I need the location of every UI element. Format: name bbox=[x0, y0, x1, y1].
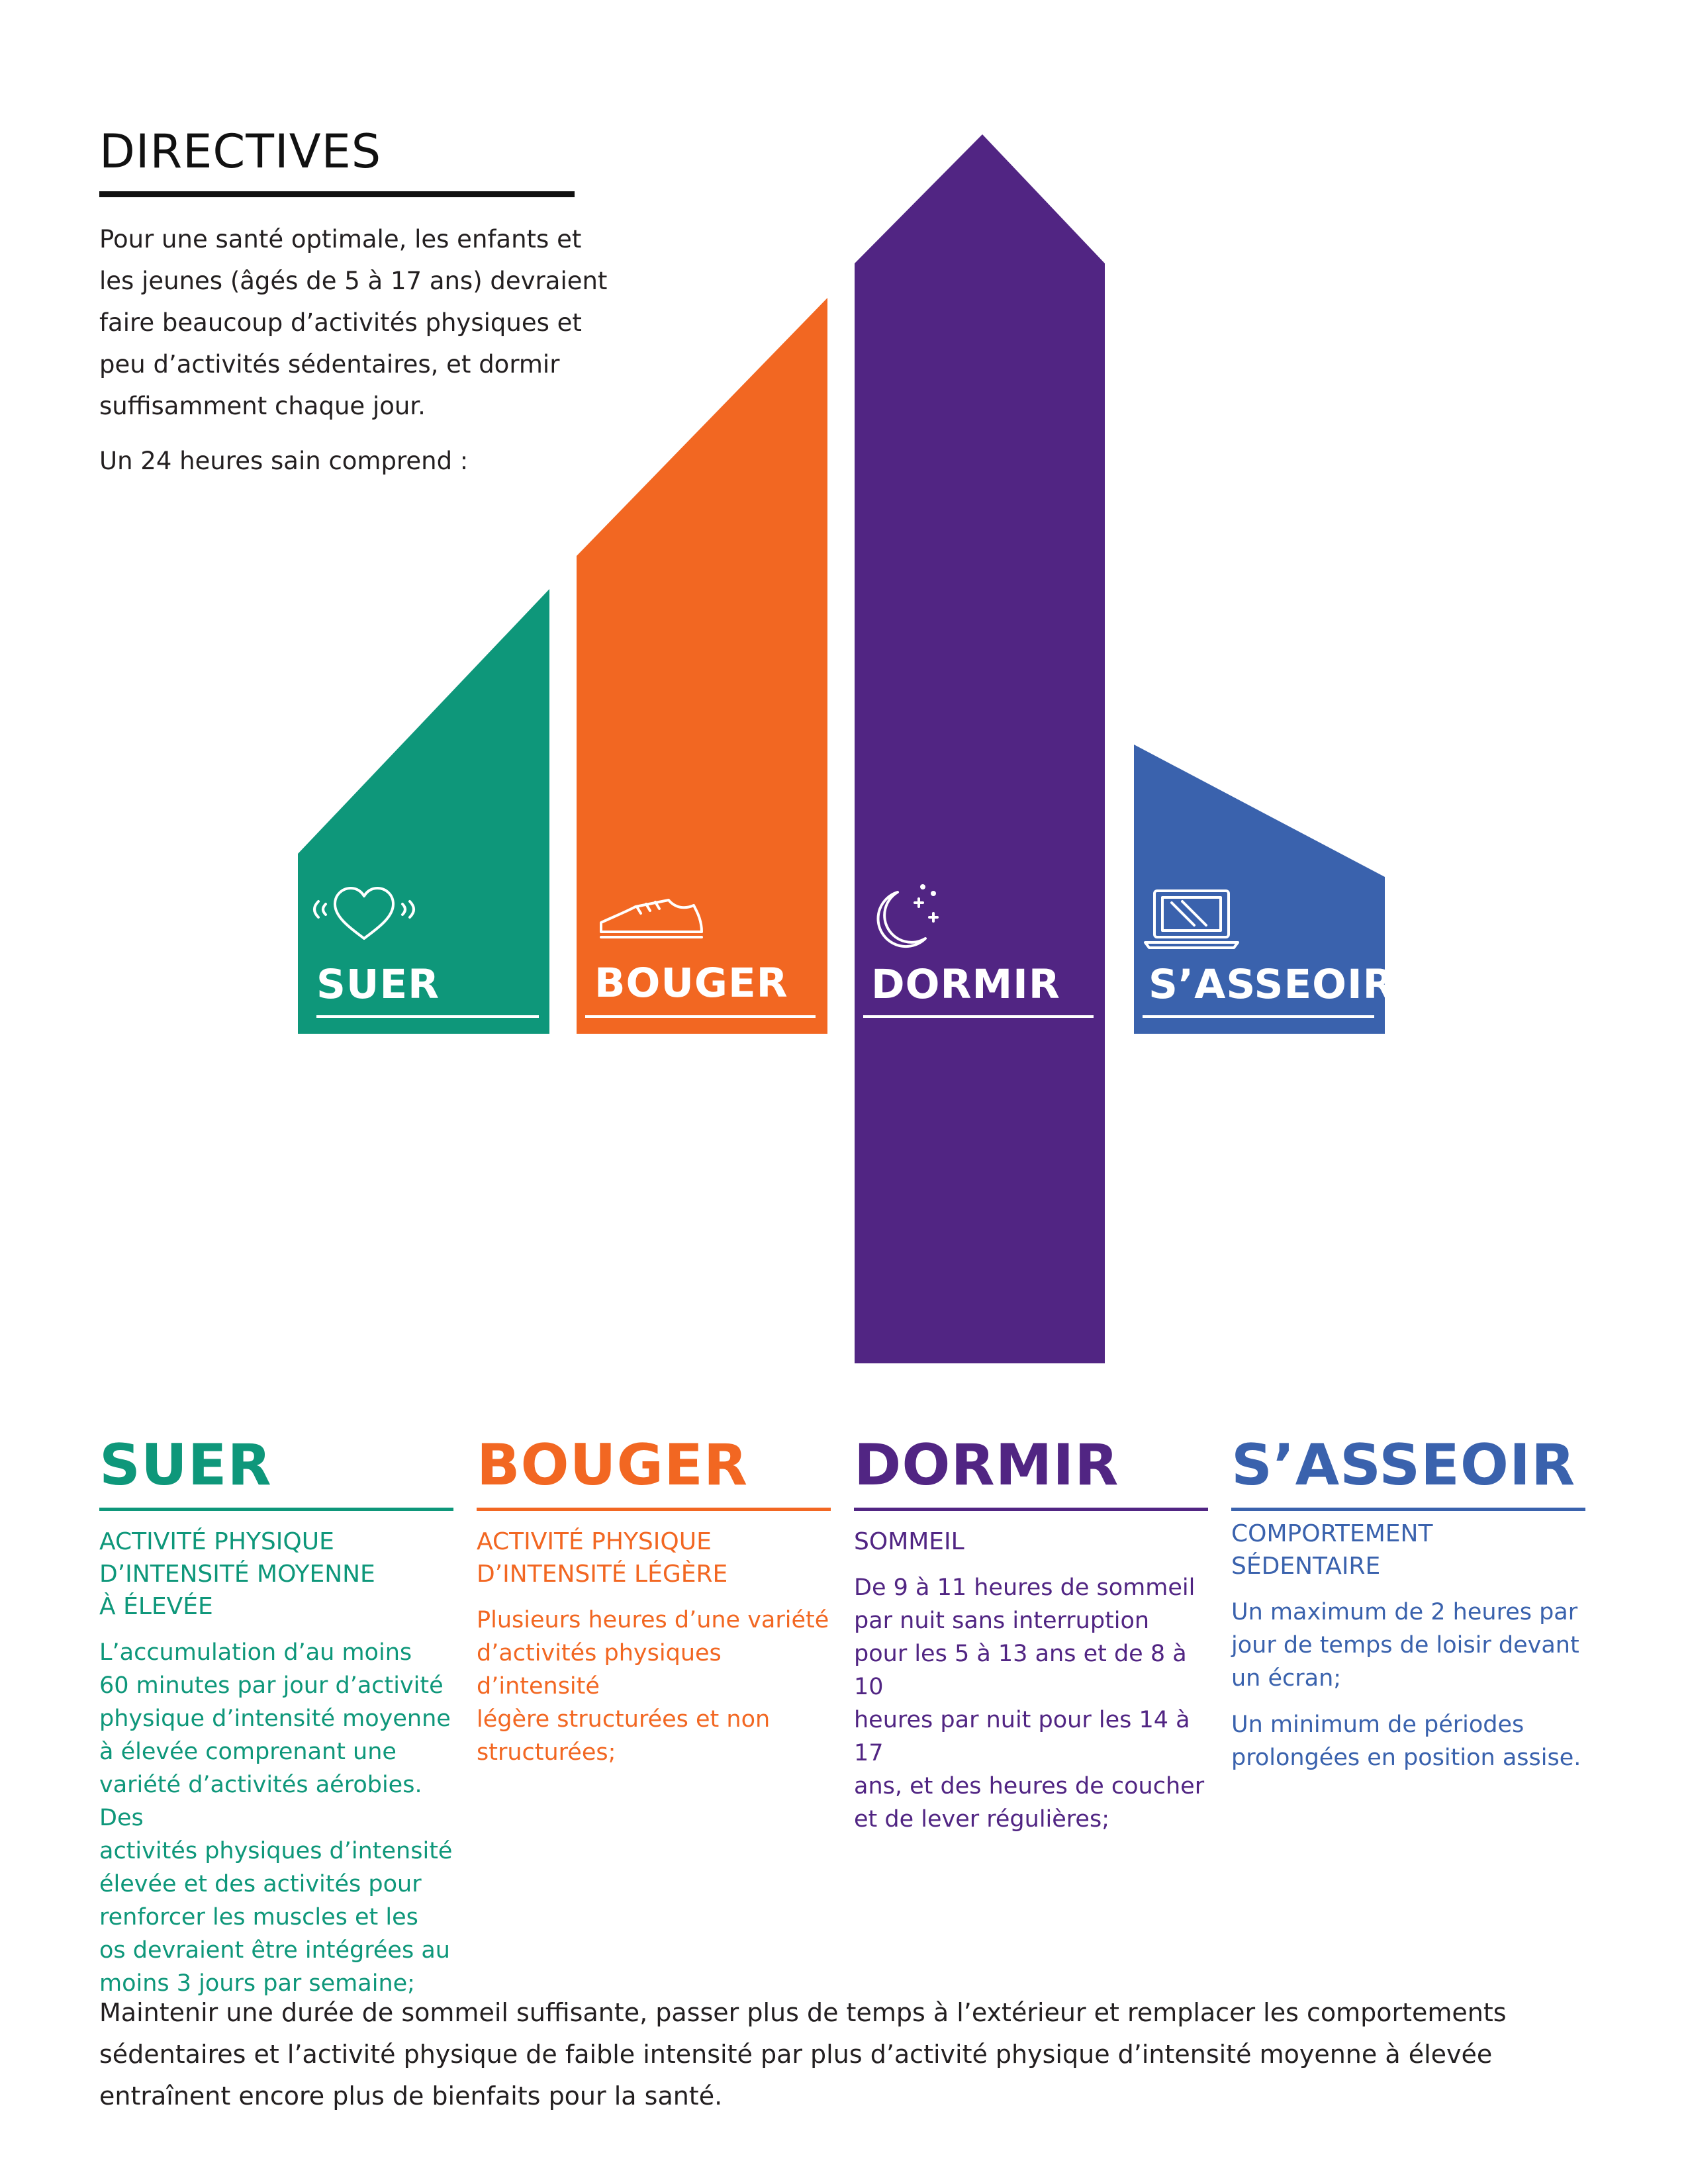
dormir-column-body: De 9 à 11 heures de sommeil par nuit san… bbox=[854, 1571, 1208, 1836]
dormir-column-rule bbox=[854, 1508, 1208, 1511]
suer-column-subtitle: ACTIVITÉ PHYSIQUE D’INTENSITÉ MOYENNE À … bbox=[99, 1525, 453, 1623]
body-line: De 9 à 11 heures de sommeil bbox=[854, 1574, 1196, 1601]
body-line: élevée et des activités pour bbox=[99, 1871, 422, 1897]
intro-text: Pour une santé optimale, les enfants et … bbox=[99, 218, 622, 482]
body-paragraph: Un maximum de 2 heures par jour de temps… bbox=[1231, 1596, 1585, 1695]
suer-arrow-rule bbox=[316, 1015, 539, 1018]
body-line: Un maximum de 2 heures par bbox=[1231, 1599, 1578, 1625]
body-line: ans, et des heures de coucher bbox=[854, 1773, 1205, 1799]
body-line: structurées; bbox=[477, 1739, 616, 1766]
suer-column-title: SUER bbox=[99, 1432, 272, 1498]
body-paragraph: Un minimum de périodes prolongées en pos… bbox=[1231, 1708, 1585, 1774]
dormir-column: DORMIR SOMMEIL De 9 à 11 heures de somme… bbox=[854, 1430, 1208, 1836]
subtitle-line: SOMMEIL bbox=[854, 1528, 964, 1555]
subtitle-line: ACTIVITÉ PHYSIQUE bbox=[99, 1528, 334, 1555]
body-line: L’accumulation d’au moins bbox=[99, 1639, 412, 1666]
laptop-icon bbox=[1144, 889, 1239, 949]
heartbeat-icon bbox=[313, 887, 415, 940]
body-line: moins 3 jours par semaine; bbox=[99, 1970, 415, 1997]
suer-column: SUER ACTIVITÉ PHYSIQUE D’INTENSITÉ MOYEN… bbox=[99, 1430, 453, 2000]
body-line: physique d’intensité moyenne bbox=[99, 1706, 451, 1732]
intro-lead: Un 24 heures sain comprend : bbox=[99, 447, 469, 475]
sasseoir-arrow bbox=[1134, 745, 1385, 1034]
body-line: Plusieurs heures d’une variété bbox=[477, 1607, 829, 1633]
dormir-column-subtitle: SOMMEIL bbox=[854, 1525, 1208, 1558]
suer-column-body: L’accumulation d’au moins 60 minutes par… bbox=[99, 1636, 453, 2000]
subtitle-line: ACTIVITÉ PHYSIQUE bbox=[477, 1528, 712, 1555]
suer-arrow-label: SUER bbox=[316, 961, 440, 1008]
dormir-arrow bbox=[855, 134, 1105, 1363]
suer-arrow bbox=[298, 589, 549, 1034]
bouger-arrow-rule bbox=[585, 1015, 816, 1018]
body-line: et de lever régulières; bbox=[854, 1806, 1109, 1833]
dormir-arrow-label: DORMIR bbox=[871, 961, 1060, 1008]
bouger-column-rule bbox=[477, 1508, 831, 1511]
bouger-column-subtitle: ACTIVITÉ PHYSIQUE D’INTENSITÉ LÉGÈRE bbox=[477, 1525, 831, 1590]
subtitle-line: SÉDENTAIRE bbox=[1231, 1553, 1381, 1580]
body-line: pour les 5 à 13 ans et de 8 à 10 bbox=[854, 1641, 1187, 1700]
body-line: os devraient être intégrées au bbox=[99, 1937, 450, 1964]
bouger-arrow-label: BOUGER bbox=[594, 960, 788, 1007]
subtitle-line: D’INTENSITÉ MOYENNE bbox=[99, 1561, 375, 1588]
dormir-arrow-rule bbox=[863, 1015, 1094, 1018]
subtitle-line: D’INTENSITÉ LÉGÈRE bbox=[477, 1561, 728, 1588]
body-line: activités physiques d’intensité bbox=[99, 1838, 453, 1864]
sasseoir-column: S’ASSEOIR COMPORTEMENT SÉDENTAIRE Un max… bbox=[1231, 1430, 1585, 1774]
body-line: 60 minutes par jour d’activité bbox=[99, 1672, 444, 1699]
footer-text: Maintenir une durée de sommeil suffisant… bbox=[99, 1998, 1507, 2111]
bouger-column-body: Plusieurs heures d’une variété d’activit… bbox=[477, 1604, 831, 1769]
body-line: Un minimum de périodes bbox=[1231, 1711, 1524, 1738]
subtitle-line: COMPORTEMENT bbox=[1231, 1520, 1433, 1547]
body-line: renforcer les muscles et les bbox=[99, 1904, 418, 1931]
intro-paragraph: Pour une santé optimale, les enfants et … bbox=[99, 225, 608, 420]
body-line: heures par nuit pour les 14 à 17 bbox=[854, 1707, 1190, 1766]
sasseoir-column-subtitle: COMPORTEMENT SÉDENTAIRE bbox=[1231, 1518, 1585, 1582]
body-line: légère structurées et non bbox=[477, 1706, 771, 1733]
body-line: d’activités physiques d’intensité bbox=[477, 1640, 722, 1700]
moon-stars-icon bbox=[876, 884, 939, 948]
bouger-column-title: BOUGER bbox=[477, 1432, 749, 1498]
sasseoir-arrow-rule bbox=[1143, 1015, 1374, 1018]
subtitle-line: À ÉLEVÉE bbox=[99, 1593, 213, 1620]
sasseoir-column-title: S’ASSEOIR bbox=[1231, 1432, 1576, 1498]
bouger-column: BOUGER ACTIVITÉ PHYSIQUE D’INTENSITÉ LÉG… bbox=[477, 1430, 831, 1769]
body-line: jour de temps de loisir devant bbox=[1231, 1632, 1579, 1659]
body-line: variété d’activités aérobies. Des bbox=[99, 1772, 422, 1831]
page-title: DIRECTIVES bbox=[99, 124, 382, 179]
sasseoir-arrow-label: S’ASSEOIR bbox=[1149, 961, 1395, 1008]
dormir-column-title: DORMIR bbox=[854, 1432, 1119, 1498]
title-underline bbox=[99, 191, 575, 197]
body-line: prolongées en position assise. bbox=[1231, 1745, 1581, 1771]
bouger-arrow bbox=[577, 298, 827, 1034]
sneaker-icon bbox=[600, 899, 703, 938]
suer-column-rule bbox=[99, 1508, 453, 1511]
body-line: un écran; bbox=[1231, 1665, 1342, 1692]
body-line: par nuit sans interruption bbox=[854, 1608, 1150, 1634]
sasseoir-column-rule bbox=[1231, 1508, 1585, 1511]
sasseoir-column-body: Un maximum de 2 heures par jour de temps… bbox=[1231, 1596, 1585, 1774]
body-line: à élevée comprenant une bbox=[99, 1739, 397, 1765]
